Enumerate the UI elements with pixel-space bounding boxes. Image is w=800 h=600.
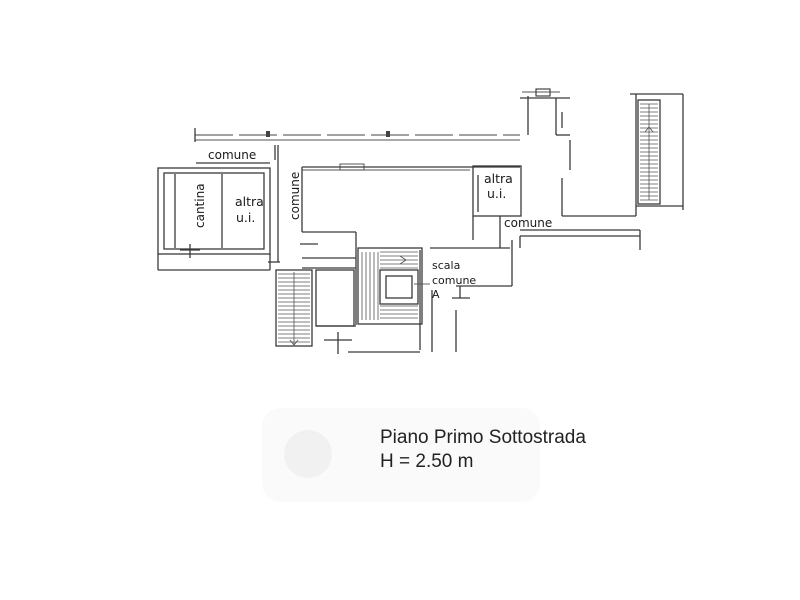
right-staircase: [637, 99, 661, 205]
left-staircase: [275, 269, 313, 347]
floor-title: Piano Primo Sottostrada: [380, 427, 586, 448]
label-comune-vertical: comune: [288, 172, 302, 220]
label-scala-a: A: [432, 288, 440, 301]
label-altra-left-1: altra: [235, 194, 264, 209]
right-corridor-walls: [348, 165, 641, 353]
vertical-corridor-walls: [268, 145, 357, 325]
inner-corridor-wall: [196, 162, 520, 232]
label-altra-right-1: altra: [484, 171, 513, 186]
scala-a-stair-core: [357, 247, 430, 350]
label-scala: scala: [432, 259, 460, 272]
label-comune-right: comune: [504, 216, 552, 230]
center-small-room: [315, 269, 356, 354]
label-scala-comune: comune: [432, 274, 476, 287]
right-wing-walls: [520, 88, 684, 217]
label-ui-left-2: u.i.: [236, 210, 255, 225]
floor-height: H = 2.50 m: [380, 451, 474, 472]
label-cantina: cantina: [193, 183, 207, 228]
plan-caption: Piano Primo Sottostrada H = 2.50 m: [380, 426, 586, 474]
top-corridor-wall: [194, 128, 520, 142]
label-ui-right-2: u.i.: [487, 186, 506, 201]
label-comune-top: comune: [208, 148, 256, 162]
